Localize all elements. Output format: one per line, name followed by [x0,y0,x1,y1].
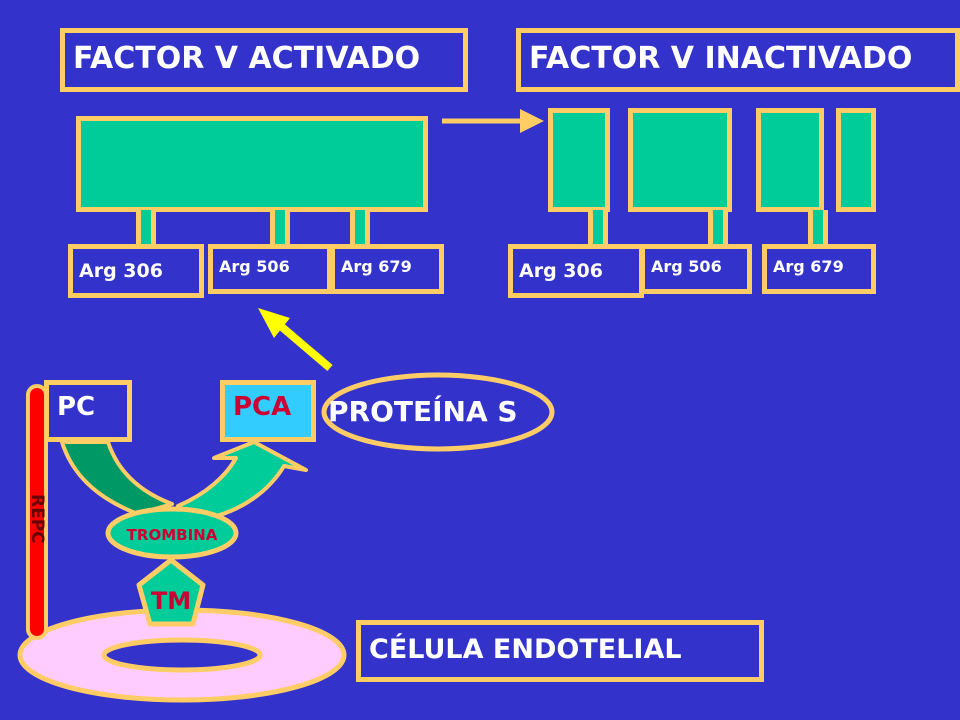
inactivated-fragment-4 [836,108,876,212]
endothelial-cell-hole [101,637,263,673]
endothelial-cell-label: CÉLULA ENDOTELIAL [369,634,682,665]
inactivated-stem-2 [708,210,728,248]
endothelial-cell-box: CÉLULA ENDOTELIAL [356,620,764,682]
pc-box: PC [44,380,132,442]
thrombin-ellipse [105,506,239,560]
pc-to-thrombin-arrow [60,440,174,516]
activated-site-arg-506: Arg 506 [208,244,332,294]
site-label: Arg 679 [341,257,412,276]
site-label: Arg 306 [519,260,603,282]
activated-site-arg-306: Arg 306 [68,244,204,298]
activation-to-inactivation-arrow [520,109,544,133]
activated-site-arg-679: Arg 679 [330,244,444,294]
activated-stem-2 [270,210,290,248]
inactivated-fragment-1 [548,108,610,212]
activated-title: FACTOR V ACTIVADO [60,28,468,92]
site-label: Arg 506 [219,257,290,276]
inactivated-fragment-2 [628,108,732,212]
thrombin-label: TROMBINA [126,526,218,544]
inactivated-site-arg-679: Arg 679 [762,244,876,294]
inactivated-site-arg-306: Arg 306 [508,244,644,298]
site-label: Arg 679 [773,257,844,276]
tm-pentagon [136,557,206,627]
epcr-label: REPC [27,494,47,544]
inactivated-site-arg-506: Arg 506 [640,244,752,294]
tm-label: TM [150,587,192,615]
pca-cleavage-arrow [258,308,290,338]
site-label: Arg 506 [651,257,722,276]
epcr-bar [26,384,48,640]
inactivated-stem-1 [588,210,608,248]
pca-box: PCA [220,380,316,442]
activated-factor-v-domain [76,116,428,212]
activated-stem-3 [350,210,370,248]
inactivated-stem-3 [808,210,828,248]
pc-label: PC [57,392,96,422]
protein-s-ellipse [321,372,555,452]
activated-stem-1 [136,210,156,248]
protein-s-label: PROTEÍNA S [328,395,518,428]
site-label: Arg 306 [79,260,163,282]
pca-label: PCA [233,392,292,422]
inactivated-title: FACTOR V INACTIVADO [516,28,960,92]
inactivated-fragment-3 [756,108,824,212]
thrombin-to-pca-arrow [176,440,308,522]
